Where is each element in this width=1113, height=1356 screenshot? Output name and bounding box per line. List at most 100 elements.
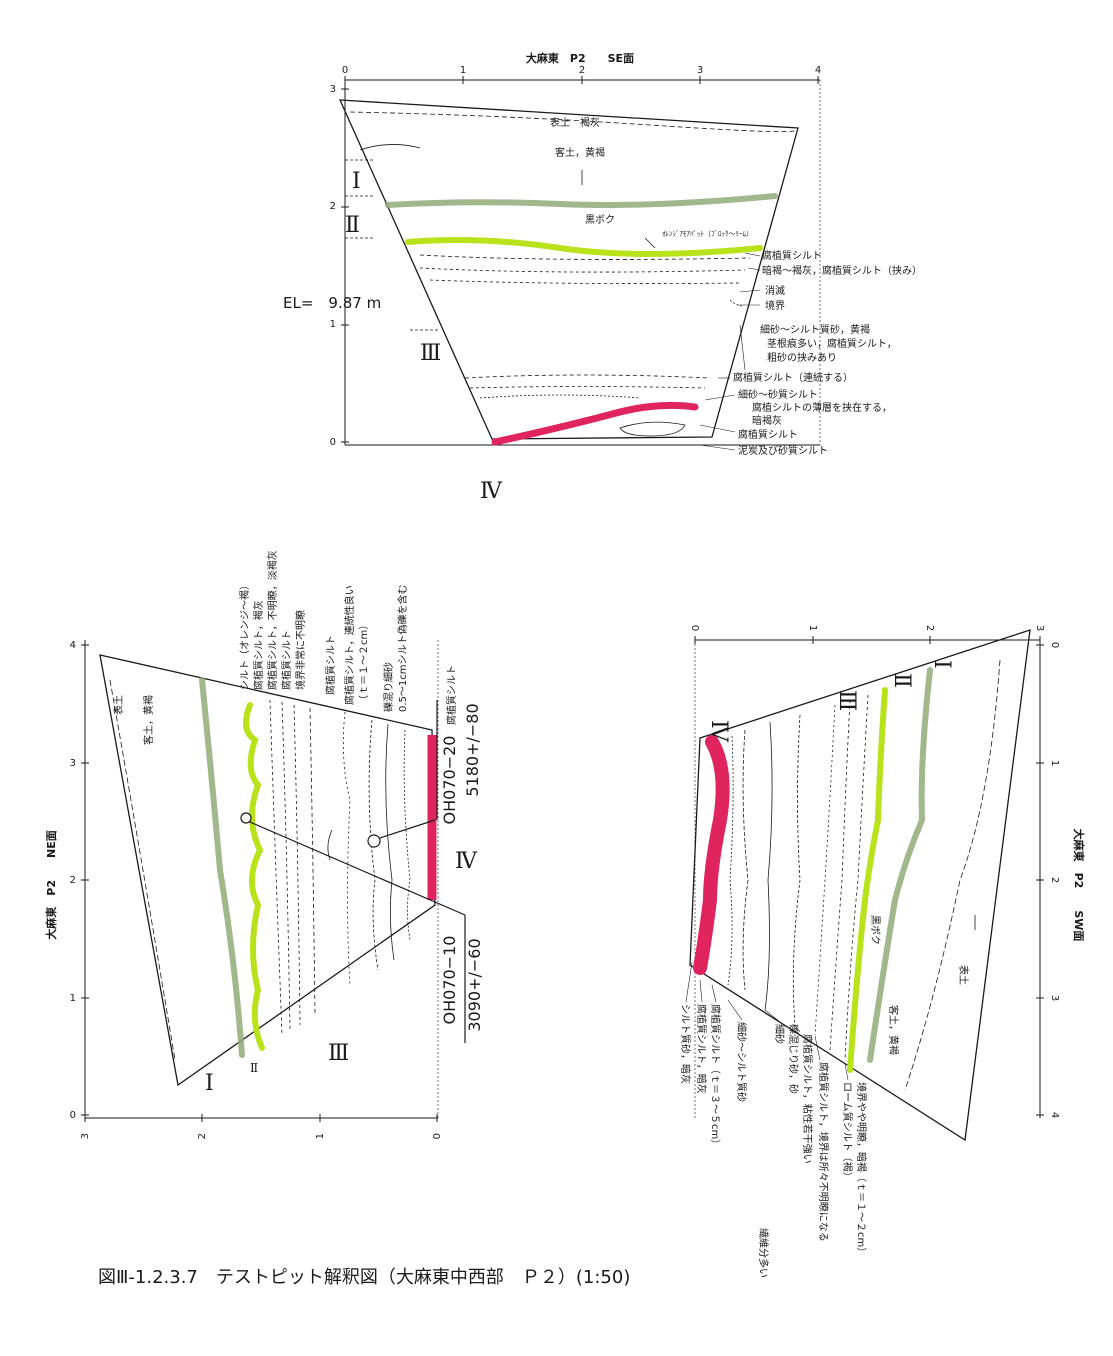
se-x-tick: 4 xyxy=(815,65,821,76)
se-face-panel: 大麻東 P2 SE面 0 1 2 3 4 0 1 2 3 EL= 9.87 m xyxy=(283,51,922,504)
ne-face-title: 大麻東 P2 NE面 xyxy=(44,830,58,939)
sw-face-panel: 大麻東 P2 SW面 0 1 2 3 4 0 1 2 3 xyxy=(679,625,1086,1278)
ne-layer-numeral: Ⅱ xyxy=(250,1061,258,1075)
ne-layer-numeral: Ⅳ xyxy=(455,849,478,874)
ne-sample-id-10: OH070−10 xyxy=(440,936,459,1025)
sw-bottom-label: 繊維分多い xyxy=(757,1228,770,1278)
ne-fill-label: 客土，黄褐 xyxy=(142,695,155,745)
se-pit-outline xyxy=(338,99,799,440)
figure-caption: 図Ⅲ-1.2.3.7 テストピット解釈図（大麻東中西部 Ｐ２）(1:50) xyxy=(98,1267,630,1288)
se-layer-numeral: Ⅳ xyxy=(480,479,503,504)
se-side-label: 細砂〜シルト質砂，黄褐 xyxy=(760,323,870,336)
se-side-label: 腐植質シルト xyxy=(738,428,798,441)
ne-topsoil-label: 表土 xyxy=(112,695,125,715)
se-side-label: 消滅 xyxy=(765,284,785,297)
se-y-tick: 0 xyxy=(330,437,336,448)
se-face-title: 大麻東 P2 SE面 xyxy=(526,51,634,65)
se-pink-layer xyxy=(491,401,699,446)
sw-x-tick: 3 xyxy=(1034,625,1045,631)
se-layer-numeral: Ⅲ xyxy=(420,341,441,366)
sw-y-tick: 3 xyxy=(1049,995,1060,1001)
sw-bottom-label: 細砂 xyxy=(773,1024,786,1044)
se-volcanic-label: ｵﾚﾝｼﾞｱﾓｱﾊﾟｯﾄ（ﾌﾞﾛｯｸ〜ﾘｰﾑ） xyxy=(662,230,753,238)
sw-bottom-label: 腐植質シルト，粘性若干強い xyxy=(801,1034,814,1164)
se-fill-label: 客土，黄褐 xyxy=(555,146,605,159)
se-side-label: 腐植質シルト（連続する） xyxy=(733,371,853,384)
sw-face-title: 大麻東 P2 SW面 xyxy=(1072,829,1086,942)
ne-y-tick: 3 xyxy=(70,758,76,769)
sw-bottom-label: 境界やや明瞭，暗褐（ｔ＝１〜２cm） xyxy=(855,1082,868,1257)
ne-x-tick: 3 xyxy=(80,1133,91,1139)
sw-layer-numeral: Ⅳ xyxy=(706,720,731,743)
ne-lime-layer xyxy=(243,702,265,1051)
se-topsoil-label: 表土 褐灰 xyxy=(550,116,600,129)
sw-bottom-label: 腐植質シルト，暗灰 xyxy=(695,1004,708,1094)
ne-layer-numeral: Ⅲ xyxy=(328,1041,349,1066)
se-side-label: 腐植シルトの薄層を挟在する， xyxy=(752,401,892,414)
ne-sage-layer xyxy=(199,677,245,1058)
ne-top-label: （ｔ＝１〜２cm） xyxy=(358,620,370,705)
sw-bottom-label: 腐植質シルト（ｔ＝３〜５cm） xyxy=(709,1004,722,1149)
sw-x-tick: 1 xyxy=(807,625,818,631)
se-elevation: EL= 9.87 m xyxy=(283,294,381,312)
sw-bottom-label: 細砂〜シルト質砂 xyxy=(735,1022,748,1102)
se-side-label: 境界 xyxy=(765,299,785,312)
ne-top-label: 0.5〜1cmシルト偽礫を含む xyxy=(396,584,409,712)
ne-y-tick: 0 xyxy=(70,1110,76,1121)
ne-top-label: 腐植質シルト xyxy=(324,635,337,695)
se-side-label: 茎根痕多い，腐植質シルト， xyxy=(767,337,897,350)
sw-y-tick: 1 xyxy=(1049,760,1060,766)
ne-sample-age-10: 3090+/−60 xyxy=(465,938,484,1031)
ne-pit-outline xyxy=(99,654,436,1087)
ne-top-label: シルト（オレンジ〜褐） xyxy=(238,580,251,690)
ne-sample-point-20 xyxy=(367,834,381,848)
se-side-label: 腐植質シルト xyxy=(762,249,822,262)
se-x-tick: 2 xyxy=(579,65,585,76)
sw-bottom-label: ローム質シルト（褐） xyxy=(841,1082,854,1182)
ne-sample-age-20: 5180+/−80 xyxy=(463,703,482,796)
se-side-label: 暗褐灰 xyxy=(752,414,782,427)
ne-x-tick: 1 xyxy=(315,1133,326,1139)
sw-y-tick: 2 xyxy=(1049,877,1060,883)
ne-top-label: 腐植質シルト，連続性良い xyxy=(343,585,356,705)
sw-sage-layer xyxy=(867,667,933,1063)
se-layer-numeral: Ⅱ xyxy=(345,213,360,238)
ne-top-label: 境界非常に不明瞭 xyxy=(294,610,307,690)
sw-pit-outline xyxy=(689,629,1031,1142)
se-layer-numeral: Ⅰ xyxy=(352,169,361,194)
ne-x-tick: 0 xyxy=(432,1133,443,1139)
se-y-tick: 1 xyxy=(330,319,336,330)
ne-sample-id-20: OH070−20 xyxy=(440,736,459,825)
ne-x-tick: 2 xyxy=(197,1133,208,1139)
ne-top-label: 腐植質シルト xyxy=(445,665,458,725)
sw-pink-layer xyxy=(693,735,730,975)
ne-sample-point-10 xyxy=(240,812,252,824)
se-lime-layer xyxy=(405,237,763,257)
se-x-tick: 0 xyxy=(342,65,348,76)
sw-bottom-label: 腐植質シルト，境界は所々不明瞭になる xyxy=(817,1062,830,1242)
sw-layer-numeral: Ⅰ xyxy=(929,660,954,669)
se-x-tick: 3 xyxy=(697,65,703,76)
se-side-label: 細砂〜砂質シルト xyxy=(738,388,818,401)
se-kuroboku-label: 黒ボク xyxy=(585,214,615,226)
se-side-label: 泥炭及び砂質シルト xyxy=(738,444,828,457)
ne-layer-numeral: Ⅰ xyxy=(205,1071,214,1096)
se-x-tick: 1 xyxy=(460,65,466,76)
sw-layer-numeral: Ⅲ xyxy=(834,690,859,711)
sw-layer-numeral: Ⅱ xyxy=(889,673,914,688)
ne-top-label: 礫混り細砂 xyxy=(382,662,395,712)
sw-fill-label: 客土，黄褐 xyxy=(887,1005,900,1055)
ne-y-tick: 2 xyxy=(70,875,76,886)
se-side-label: 粗砂の挟みあり xyxy=(767,351,837,364)
se-side-label: 暗褐〜褐灰，腐植質シルト（挟み） xyxy=(762,264,922,277)
ne-y-tick: 4 xyxy=(70,640,76,651)
sw-x-tick: 0 xyxy=(689,625,700,631)
se-y-tick: 2 xyxy=(330,201,336,212)
sw-kuroboku-label: 黒ボク xyxy=(869,915,881,945)
ne-face-panel: 大麻東 P2 NE面 0 1 2 3 4 3 2 1 0 xyxy=(44,550,484,1139)
sw-x-tick: 2 xyxy=(924,625,935,631)
ne-top-label: 腐植質シルト，褐灰 xyxy=(252,600,265,690)
ne-y-tick: 1 xyxy=(70,993,76,1004)
se-sage-layer xyxy=(385,193,778,208)
